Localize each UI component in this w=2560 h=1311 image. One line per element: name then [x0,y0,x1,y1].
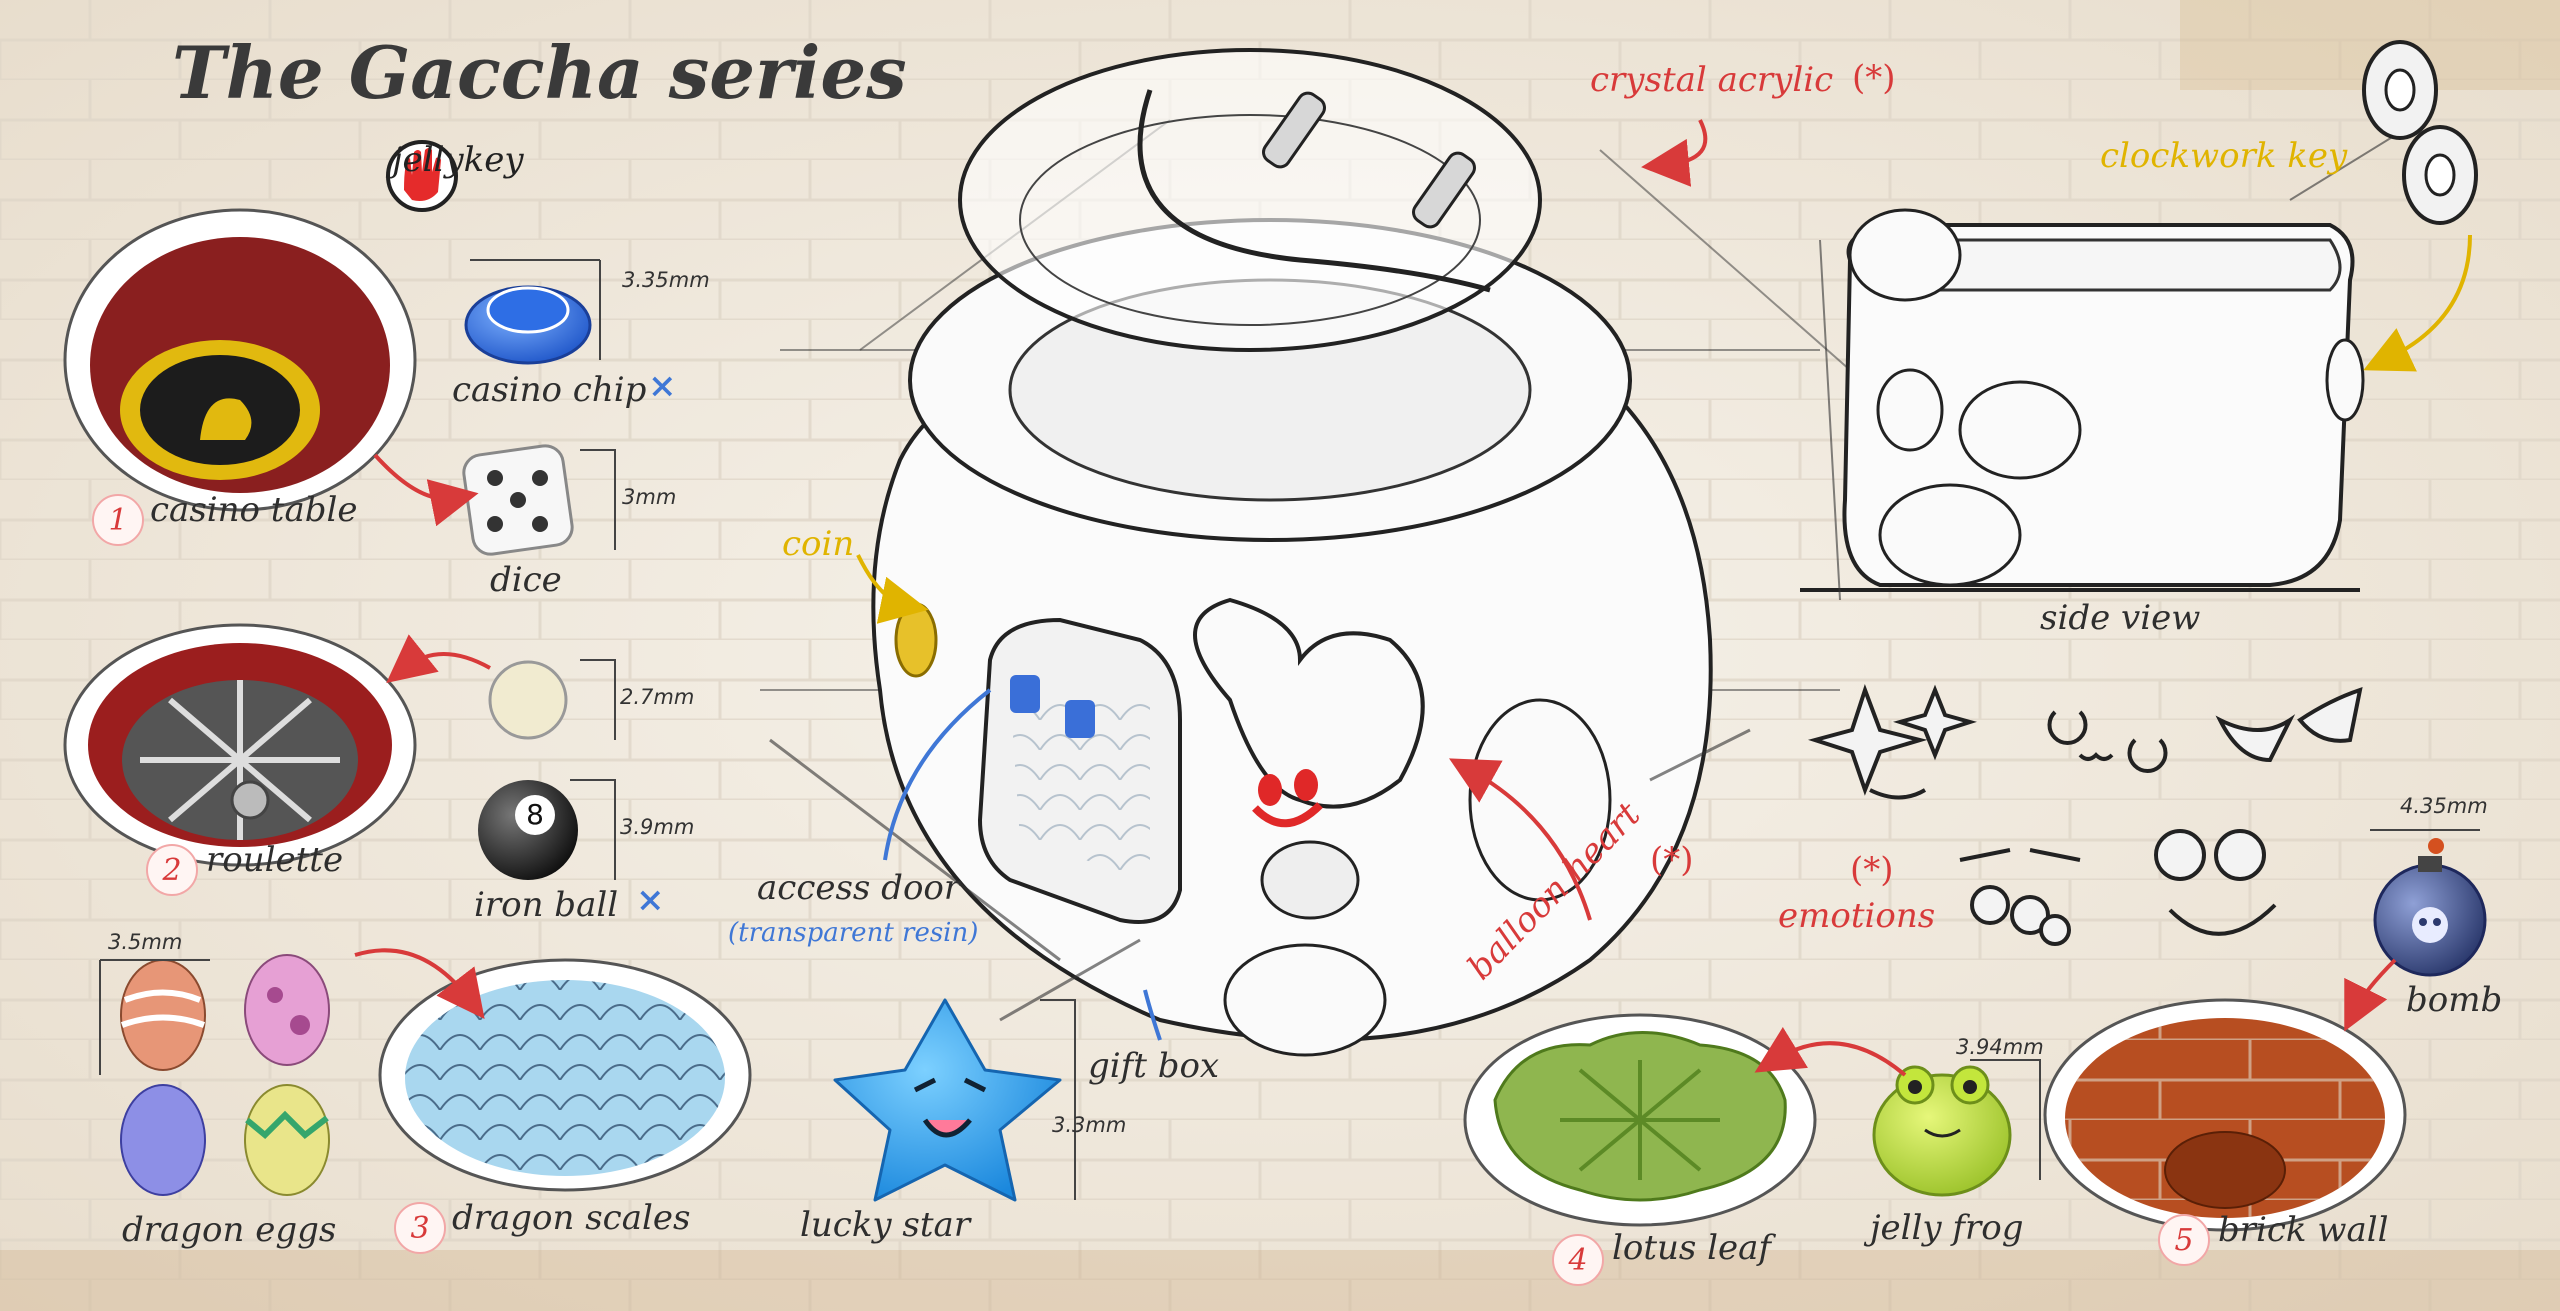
label-lucky-star: lucky star [800,1205,971,1245]
section-label-dragon-scales: dragon scales [452,1198,691,1238]
label-casino-chip: casino chip [452,370,647,410]
crystal-arrow [1641,119,1708,187]
label-gift-box: gift box [1088,1046,1220,1086]
balloon-arrow [1449,758,1592,921]
coin-arrow [856,554,929,624]
dragon-eggs-model [120,954,330,1196]
size-bomb: 4.35mm [2400,794,2488,818]
label-dice: dice [490,560,562,600]
bomb-model [2373,838,2487,977]
gift-box-arrow [1143,989,1162,1041]
cross-mark: × [636,880,665,920]
balloon-heart-mark: (*) [1650,840,1694,880]
iron-ball-model: 8 [478,780,578,880]
side-view-sketch [1800,119,2421,601]
size-lucky-star: 3.3mm [1052,1113,1127,1137]
size-casino-chip: 3.35mm [622,268,710,292]
clockwork-arrow [2363,234,2472,372]
section-number-1: 1 [92,494,144,546]
label-coin: coin [782,524,855,564]
size-jelly-frog: 3.94mm [1956,1035,2044,1059]
section-label-roulette: roulette [206,840,344,880]
section-label-casino-table: casino table [150,490,358,530]
bomb-arrow [2344,958,2397,1032]
measurement-lines [99,259,2480,1200]
jelly-frog-model [1872,1065,2012,1197]
roulette-arrow [386,634,491,683]
section-label-brick-wall: brick wall [2218,1210,2389,1250]
label-bomb: bomb [2406,980,2503,1020]
page-title: The Gaccha series [172,30,907,115]
label-side-view: side view [2040,598,2201,638]
lotus-leaf-model [1463,1013,1817,1227]
size-dice: 3mm [622,485,677,509]
label-emotions: emotions [1778,896,1936,936]
roulette-ball-model [488,660,568,740]
jellykey-logo [386,140,458,212]
section-number-3: 3 [394,1202,446,1254]
brand-name: jellykey [392,140,524,180]
section-number-4: 4 [1552,1234,1604,1286]
lucky-star-model [833,998,1062,1202]
size-dragon-eggs: 3.5mm [108,930,183,954]
casino-table-model [63,208,417,512]
gaccha-machine-sketch [760,48,1851,1057]
roulette-model [63,623,417,867]
clockwork-key-model [2362,40,2478,225]
section-number-5: 5 [2158,1214,2210,1266]
label-iron-ball: iron ball [474,885,619,925]
label-crystal-acrylic: crystal acrylic [1590,60,1834,100]
brick-wall-model [2043,998,2407,1232]
frog-arrow [1754,1026,1907,1077]
label-clockwork-key: clockwork key [2100,136,2348,176]
label-access-door: access door [757,868,961,908]
size-roulette-ball: 2.7mm [620,685,695,709]
label-transparent-resin: (transparent resin) [728,918,979,948]
section-label-lotus-leaf: lotus leaf [1612,1228,1772,1268]
casino-chip-model [464,285,592,365]
eggs-arrow [354,948,485,1020]
size-iron-ball: 3.9mm [620,815,695,839]
access-door-arrow [883,688,992,861]
crystal-acrylic-mark: (*) [1852,58,1896,98]
label-jelly-frog: jelly frog [1870,1208,2024,1248]
dragon-scales-model [378,958,752,1192]
casino-arrow [373,453,479,527]
cross-mark: × [648,366,677,406]
svg-text:8: 8 [526,798,544,831]
label-dragon-eggs: dragon eggs [122,1210,337,1250]
emotions-mark: (*) [1850,850,1894,890]
dice-model [462,444,574,556]
emotions-sketches [1807,683,2363,946]
section-number-2: 2 [146,844,198,896]
